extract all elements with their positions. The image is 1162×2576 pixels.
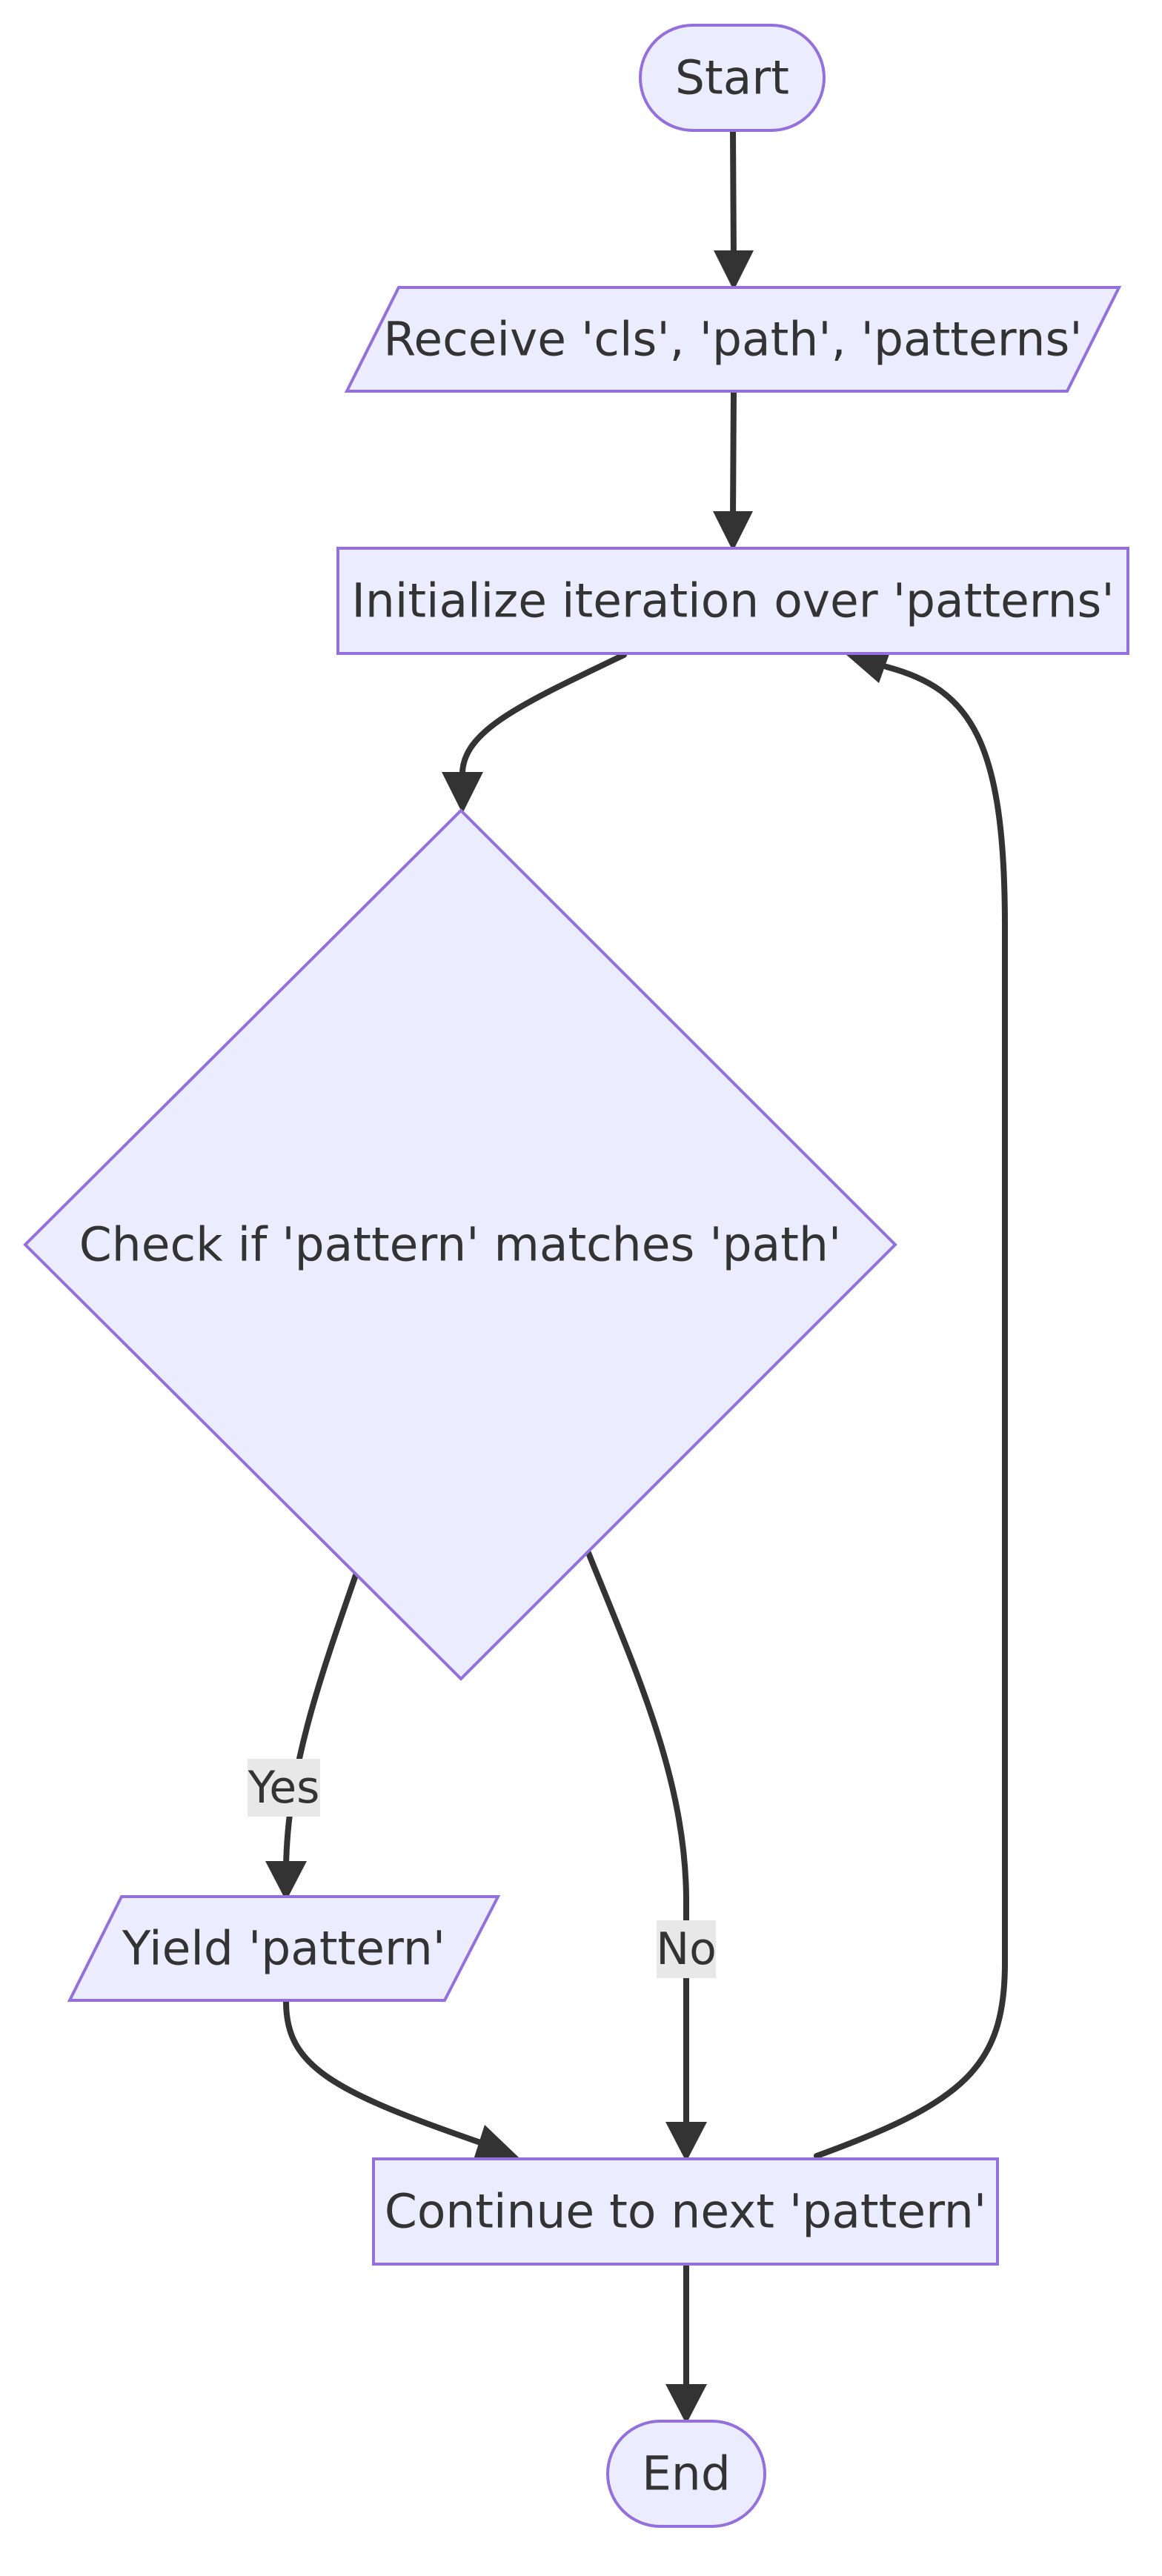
node-yield-label: Yield 'pattern' xyxy=(122,1922,445,1976)
node-initialize-iteration: Initialize iteration over 'patterns' xyxy=(336,547,1129,655)
arrowhead-continue-yes xyxy=(473,2125,519,2162)
edge-label-yes-text: Yes xyxy=(248,1762,320,1814)
edge-yield-to-continue xyxy=(283,1999,492,2149)
node-continue-next: Continue to next 'pattern' xyxy=(372,2157,999,2266)
node-yield-pattern: Yield 'pattern' xyxy=(67,1895,501,2002)
edge-check-to-yield xyxy=(283,1572,359,1870)
edge-check-to-continue xyxy=(585,1550,689,2134)
arrowhead-init xyxy=(713,511,753,551)
edge-receive-to-init xyxy=(730,388,737,523)
edges xyxy=(265,127,1008,2424)
arrowhead-receive xyxy=(714,250,754,290)
node-end-label: End xyxy=(642,2447,731,2501)
node-receive-label: Receive 'cls', 'path', 'patterns' xyxy=(383,313,1082,367)
edge-label-no-text: No xyxy=(656,1923,717,1975)
node-start: Start xyxy=(639,24,826,132)
edge-label-yes: Yes xyxy=(248,1759,320,1817)
node-init-label: Initialize iteration over 'patterns' xyxy=(351,574,1114,628)
arrowhead-end xyxy=(665,2384,707,2424)
edge-init-to-check xyxy=(459,652,627,781)
arrowhead-init-loop xyxy=(845,646,892,683)
arrowhead-check xyxy=(442,772,483,813)
node-end: End xyxy=(606,2420,766,2528)
node-check-label: Check if 'pattern' matches 'path' xyxy=(79,1218,841,1272)
arrowhead-yield xyxy=(265,1861,307,1901)
edge-start-to-receive xyxy=(730,127,737,262)
node-continue-label: Continue to next 'pattern' xyxy=(385,2185,986,2239)
edge-continue-to-init xyxy=(814,664,1008,2159)
node-check-match-decision: Check if 'pattern' matches 'path' xyxy=(23,808,897,1681)
edge-label-no: No xyxy=(656,1920,717,1978)
node-start-label: Start xyxy=(675,51,789,105)
node-receive-input: Receive 'cls', 'path', 'patterns' xyxy=(344,286,1122,393)
arrowhead-continue-no xyxy=(665,2122,707,2162)
